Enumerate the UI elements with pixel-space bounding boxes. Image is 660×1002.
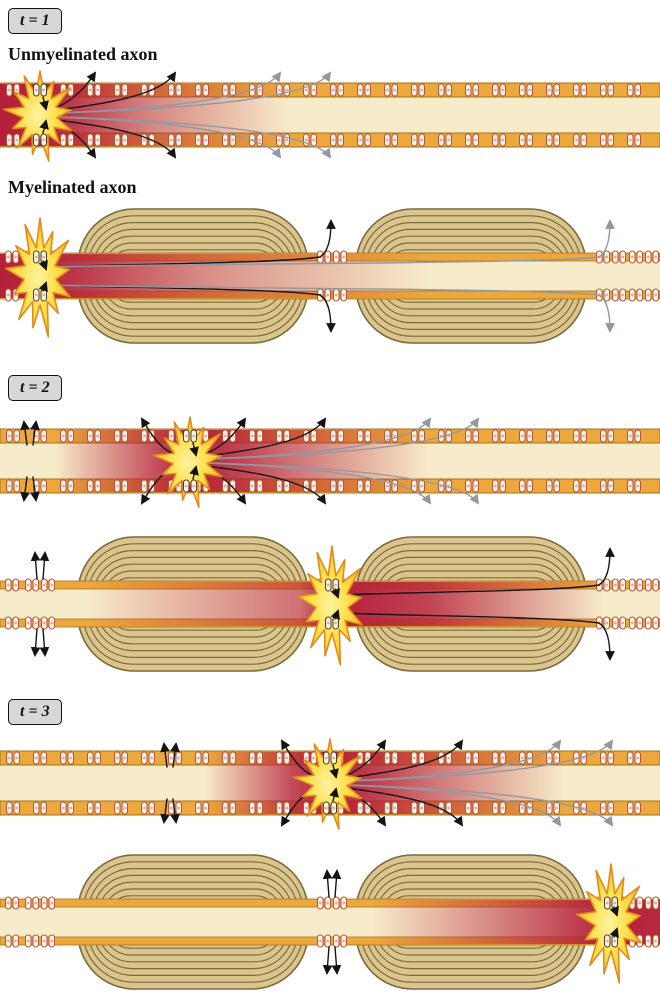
panel-t3: t = 3	[0, 699, 660, 997]
panel-t1: t = 1 Unmyelinated axon Myelinated axon	[0, 8, 660, 351]
unmyelinated-label: Unmyelinated axon	[8, 44, 158, 64]
unmyelinated-axon-diagram-t2	[0, 416, 660, 509]
panel-t2: t = 2	[0, 375, 660, 679]
myelinated-axon-diagram-t2	[0, 536, 660, 673]
time-badge-t3: t = 3	[8, 699, 62, 726]
myelinated-label: Myelinated axon	[8, 176, 137, 197]
time-badge-t2: t = 2	[8, 375, 62, 402]
time-badge-t1: t = 1	[8, 8, 62, 34]
badge-row-t3: t = 3	[8, 699, 660, 726]
badge-row-t1: t = 1	[8, 8, 660, 34]
myelinated-axon-diagram-t3	[0, 854, 660, 991]
badge-row-t2: t = 2	[8, 375, 660, 402]
unmyelinated-axon-diagram-t3	[0, 738, 660, 831]
unmyelinated-axon-diagram-t1	[0, 69, 660, 162]
myelinated-axon-diagram-t1	[0, 208, 660, 345]
